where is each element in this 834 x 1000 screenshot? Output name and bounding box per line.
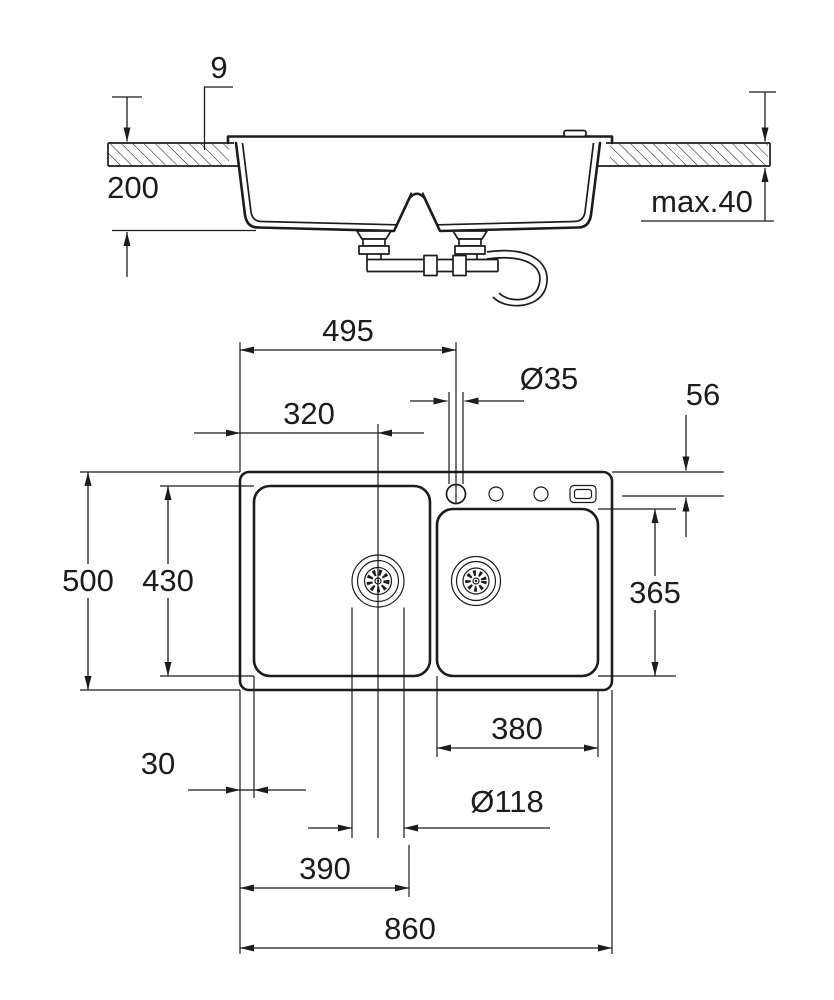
drain-assembly-section	[356, 230, 548, 307]
left-bowl	[252, 484, 432, 678]
dim-label-390: 390	[299, 851, 351, 886]
dim-label-365: 365	[629, 575, 681, 610]
counter-hatch-left	[108, 144, 229, 165]
dimension-overall-width: 860	[240, 911, 612, 952]
dimension-tap-hole: Ø35	[410, 361, 579, 405]
sink-outline	[238, 470, 614, 692]
counter-hatch-right	[610, 144, 768, 165]
dim-label-rim-height: 9	[210, 50, 227, 85]
dim-label-d118: Ø118	[470, 784, 544, 819]
sink-rim	[226, 135, 614, 145]
dim-label-495: 495	[322, 313, 374, 348]
accessory-holes	[488, 484, 597, 504]
countertop-cross-section	[107, 142, 771, 167]
dimension-rim-height: 9	[203, 50, 233, 150]
dim-label-30: 30	[141, 746, 175, 781]
dim-label-counter-thickness: max.40	[651, 184, 753, 219]
section-view: 9 200 max.40	[107, 50, 776, 307]
projection-lines	[80, 342, 724, 954]
dimension-right-bowl-depth: 365	[629, 509, 681, 676]
overflow-knob	[563, 129, 587, 138]
drain-right	[450, 555, 502, 607]
bowl-inner-wall-right	[421, 142, 595, 226]
dim-label-860: 860	[384, 911, 436, 946]
dimension-left-bowl-width: 390	[240, 851, 409, 892]
dim-label-430: 430	[142, 563, 194, 598]
dimension-edge-margin: 30	[141, 746, 306, 794]
pipe-nut	[452, 254, 467, 277]
bowl-outer-wall	[234, 141, 602, 233]
dim-label-380: 380	[491, 711, 543, 746]
dim-label-bowl-depth: 200	[107, 170, 159, 205]
pipe-nut	[423, 254, 438, 277]
dim-label-320: 320	[283, 396, 335, 431]
sink-cross-section	[226, 129, 614, 233]
dimension-left-bowl-depth: 430	[142, 486, 194, 676]
bowl-inner-wall-left	[241, 142, 413, 226]
drain-flange-right	[452, 230, 488, 240]
dimension-bowl-depth: 200	[107, 96, 256, 277]
dimension-edge-to-drain: 320	[194, 396, 424, 437]
dimension-right-bowl-width: 380	[437, 711, 598, 752]
dimension-counter-thickness: max.40	[641, 91, 776, 222]
dim-label-500: 500	[62, 563, 114, 598]
remote-control	[569, 484, 597, 504]
dim-label-56: 56	[686, 377, 720, 412]
overflow-hose	[486, 249, 548, 307]
remote-control-inner	[573, 488, 593, 500]
dimension-drain-diameter: Ø118	[308, 784, 550, 832]
overflow-hose	[486, 257, 541, 301]
plan-view: 495 Ø35 56 320 500 430	[62, 313, 724, 954]
drain-flange-left	[356, 230, 392, 240]
dim-label-d35: Ø35	[520, 361, 579, 396]
right-bowl	[435, 507, 600, 678]
dimension-overall-depth: 500	[62, 472, 114, 690]
dimension-edge-to-tap-row: 56	[682, 377, 720, 537]
dimension-width-to-tap: 495	[240, 313, 456, 354]
